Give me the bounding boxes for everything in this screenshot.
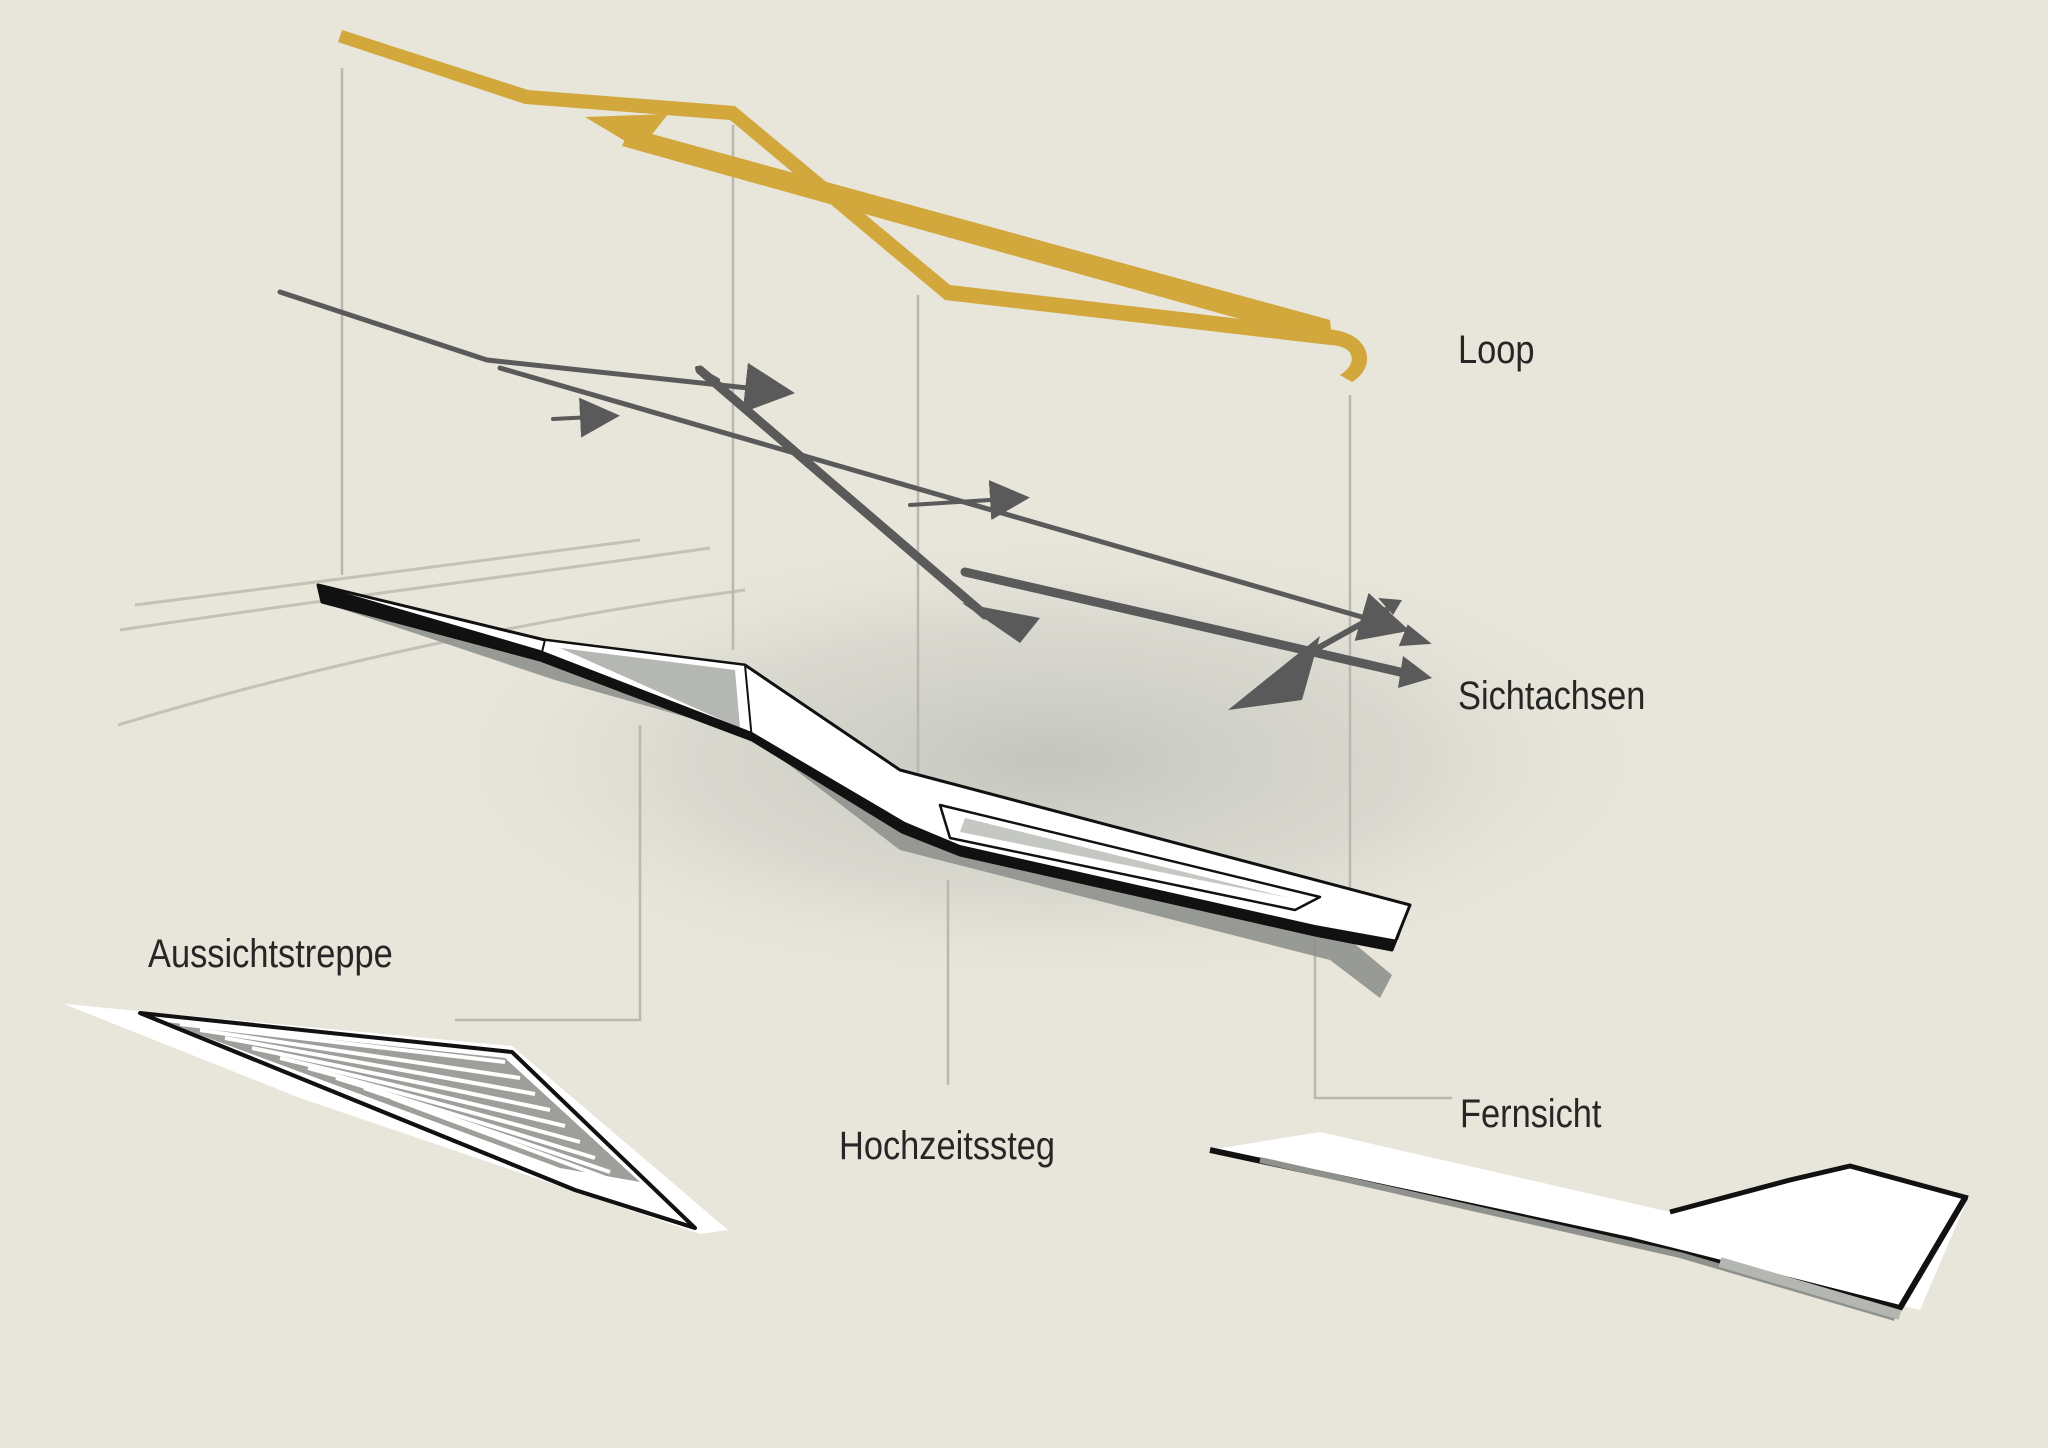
aussichtstreppe-piece <box>64 1004 728 1234</box>
terrain-lines <box>117 538 746 727</box>
label-sichtachsen: Sichtachsen <box>1458 674 1646 718</box>
loop-path <box>338 30 1368 382</box>
stair-steps <box>179 1022 623 1186</box>
label-loop: Loop <box>1458 328 1535 372</box>
ground-shadow <box>430 530 1670 990</box>
label-fernsicht: Fernsicht <box>1460 1092 1602 1136</box>
sight-axes <box>277 289 1410 677</box>
label-aussichtstreppe: Aussichtstreppe <box>148 932 393 976</box>
sight-axis-arrowheads <box>962 598 1432 710</box>
fernsicht-piece <box>1209 1132 1969 1321</box>
label-hochzeitssteg: Hochzeitssteg <box>839 1124 1056 1168</box>
bridge-deck <box>316 583 1412 952</box>
